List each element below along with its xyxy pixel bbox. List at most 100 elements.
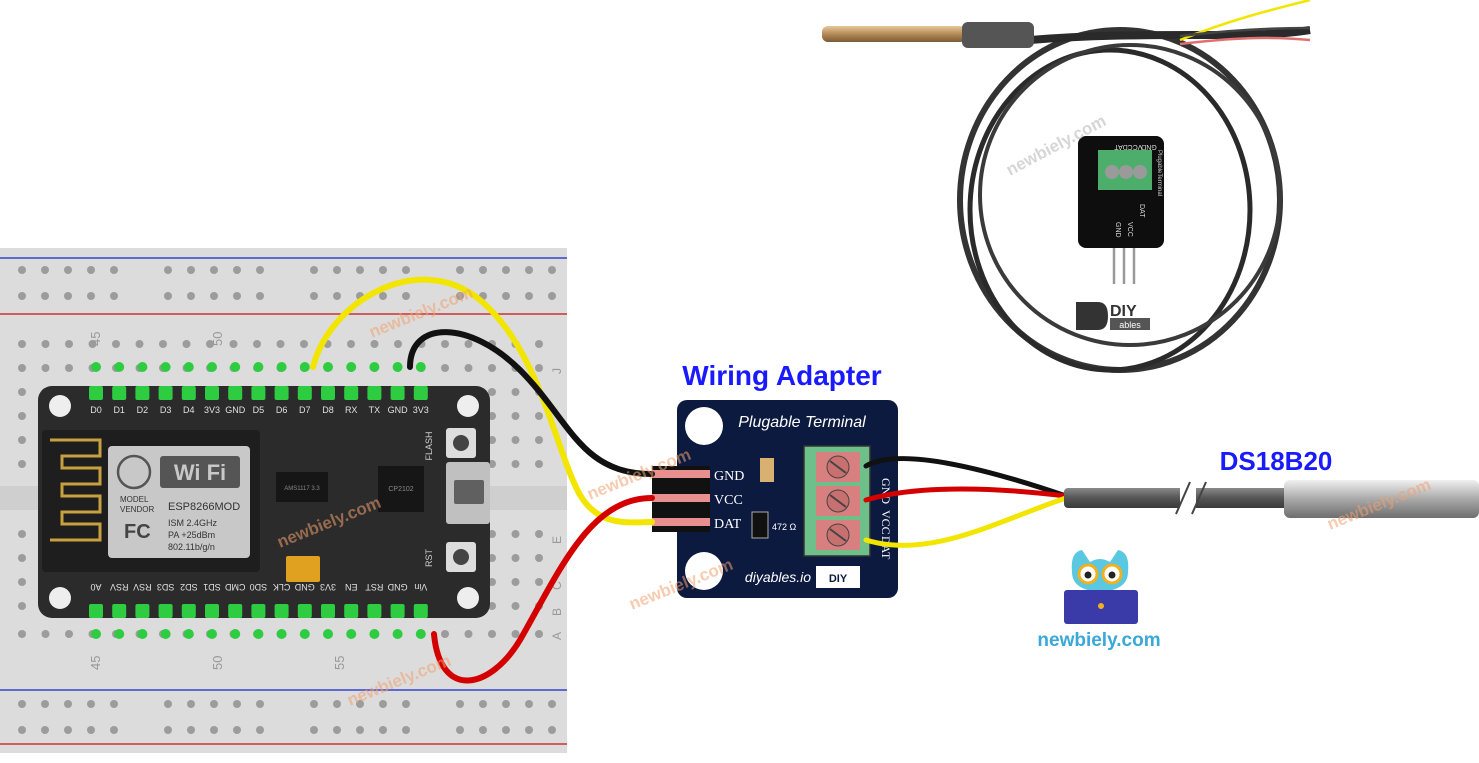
rail-hole: [210, 292, 218, 300]
esp-pin: [158, 386, 173, 400]
rail-hole: [164, 266, 172, 274]
esp-bottom-pin-label: 3V3: [320, 582, 336, 592]
module-pa: PA +25dBm: [168, 530, 215, 540]
terminal-hole: [206, 340, 214, 348]
esp-pin: [112, 386, 127, 400]
esp-pin: [158, 604, 173, 618]
terminal-hole: [112, 340, 120, 348]
terminal-hole: [253, 340, 261, 348]
terminal-hole: [464, 630, 473, 638]
terminal-hole: [229, 340, 238, 348]
rail-hole: [64, 726, 72, 734]
rail-hole: [548, 266, 556, 274]
adapter-resistor: [751, 511, 769, 539]
mount-hole: [457, 587, 479, 609]
probe-cable: [1064, 488, 1294, 508]
connected-hole: [369, 362, 380, 372]
sensor-photo: DAT VCC GND PlugableTerminal GND VCC DAT…: [822, 0, 1311, 373]
rail-hole: [210, 726, 218, 734]
terminal-hole: [18, 460, 26, 468]
esp-bottom-pin-label: SD0: [250, 582, 268, 592]
rail-hole: [187, 700, 195, 708]
connected-hole: [392, 362, 403, 372]
esp-pin: [89, 604, 103, 618]
rail-hole: [379, 726, 387, 734]
esp-top-pin-label: D6: [276, 405, 288, 415]
header-pin-dat: [652, 518, 710, 526]
connected-hole: [207, 629, 217, 639]
connected-hole: [369, 629, 380, 639]
rail-hole: [87, 266, 95, 274]
wiring-adapter-heading: Wiring Adapter: [682, 360, 881, 391]
esp-top-pin-label: GND: [225, 405, 246, 415]
screw-icon: [1133, 165, 1147, 179]
diyables-logo-sub: ables: [1119, 320, 1141, 330]
terminal-hole: [18, 602, 26, 610]
row-letter-j: J: [550, 368, 564, 374]
photo-bottom-dat: DAT: [1138, 204, 1145, 218]
rail-hole: [187, 726, 195, 734]
probe-steel-tube: [1284, 480, 1479, 518]
connected-hole: [253, 362, 264, 372]
esp-top-pin-label: D1: [113, 405, 125, 415]
terminal-hole: [464, 340, 473, 348]
terminal-hole: [535, 554, 543, 562]
rail-hole: [456, 266, 464, 274]
terminal-hole: [18, 388, 26, 396]
esp-bottom-pin-label: SD1: [203, 582, 221, 592]
esp-pin: [297, 386, 312, 400]
terminal-hole: [18, 412, 26, 420]
esp-pin: [321, 604, 335, 618]
flash-label: FLASH: [424, 431, 434, 460]
terminal-hole: [65, 340, 73, 348]
fcc-logo: FC: [124, 521, 151, 543]
esp-pin: [135, 386, 150, 400]
photo-bottom-vcc: VCC: [1126, 222, 1133, 237]
rail-hole: [525, 700, 533, 708]
flash-button-cap[interactable]: [453, 435, 469, 451]
rail-hole: [456, 700, 464, 708]
esp-pin: [297, 604, 312, 618]
regulator-chip: [276, 472, 328, 502]
row-letter-b: B: [550, 608, 564, 616]
row-number-45-bottom: 45: [88, 656, 103, 670]
screw-icon: [1119, 165, 1133, 179]
esp-pin: [321, 386, 335, 400]
terminal-label-gnd: GND: [879, 478, 893, 504]
terminal-hole: [159, 340, 167, 348]
rst-button-cap[interactable]: [453, 549, 469, 565]
connected-hole: [276, 629, 287, 639]
rail-hole: [233, 292, 241, 300]
row-letter-c: C: [550, 581, 564, 590]
rail-hole: [110, 700, 118, 708]
esp-pin: [344, 604, 359, 618]
breadboard-connected-holes: [91, 362, 426, 639]
esp-pin: [274, 604, 289, 618]
esp-pin: [413, 386, 428, 400]
rail-hole: [233, 726, 241, 734]
row-letter-e: E: [550, 536, 564, 544]
usb-uart-chip: [378, 466, 424, 512]
rail-hole: [110, 726, 118, 734]
terminal-hole: [18, 630, 26, 638]
terminal-hole: [18, 554, 26, 562]
esp-bottom-pin-label: CMD: [224, 582, 245, 592]
rail-hole: [456, 292, 464, 300]
rail-hole: [87, 700, 95, 708]
terminal-hole: [535, 364, 543, 372]
rail-hole: [479, 700, 487, 708]
connected-hole: [323, 362, 333, 372]
esp-bottom-pin-label: Vin: [414, 582, 427, 592]
regulator-label: AMS1117 3.3: [284, 486, 320, 492]
photo-side-text: PlugableTerminal: [1156, 150, 1162, 196]
wifi-logo-box: [160, 456, 240, 488]
rail-hole: [110, 266, 118, 274]
connected-hole: [346, 629, 357, 639]
esp-pin: [135, 604, 150, 618]
rail-hole: [41, 726, 49, 734]
terminal-hole: [535, 530, 543, 538]
owl-pupil: [1084, 571, 1092, 579]
terminal-hole: [88, 340, 97, 348]
